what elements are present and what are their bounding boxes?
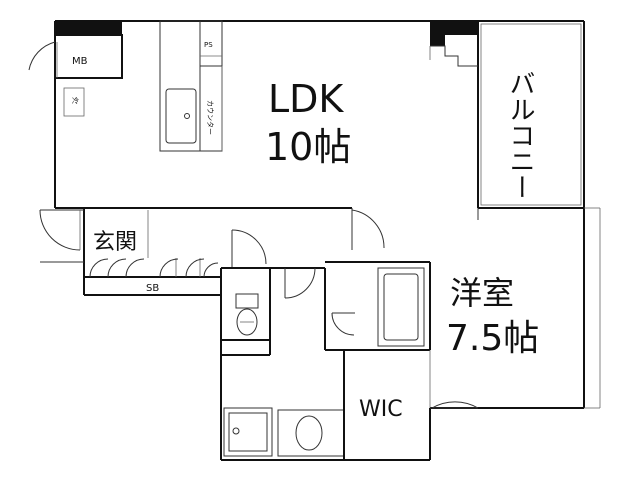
western-size: 7.5帖 <box>446 318 539 359</box>
ps-label: PS <box>204 41 213 49</box>
wic-room <box>343 350 479 460</box>
mb-cabinet <box>28 34 123 79</box>
ldk-size: 10帖 <box>265 125 351 169</box>
toilet-room <box>221 268 271 356</box>
mb-label: MB <box>72 56 88 67</box>
sb-label: SB <box>146 283 159 294</box>
balcony-area <box>477 21 601 409</box>
wash-area <box>223 407 345 457</box>
hallway <box>221 208 385 299</box>
bath-room <box>324 261 431 351</box>
outer-walls <box>40 20 585 461</box>
counter-label: カウンター <box>206 100 215 135</box>
fridge-label: 冷 <box>72 96 79 105</box>
wall-blocks <box>55 21 478 46</box>
entrance-label: 玄関 <box>93 230 137 255</box>
balcony-step <box>429 45 478 67</box>
wic-label: WIC <box>359 397 403 422</box>
entrance <box>39 209 219 278</box>
western-name: 洋室 <box>450 274 514 312</box>
kitchen <box>63 20 223 152</box>
ldk-name: LDK <box>268 77 344 121</box>
balcony-label: バルコニー <box>505 70 535 200</box>
